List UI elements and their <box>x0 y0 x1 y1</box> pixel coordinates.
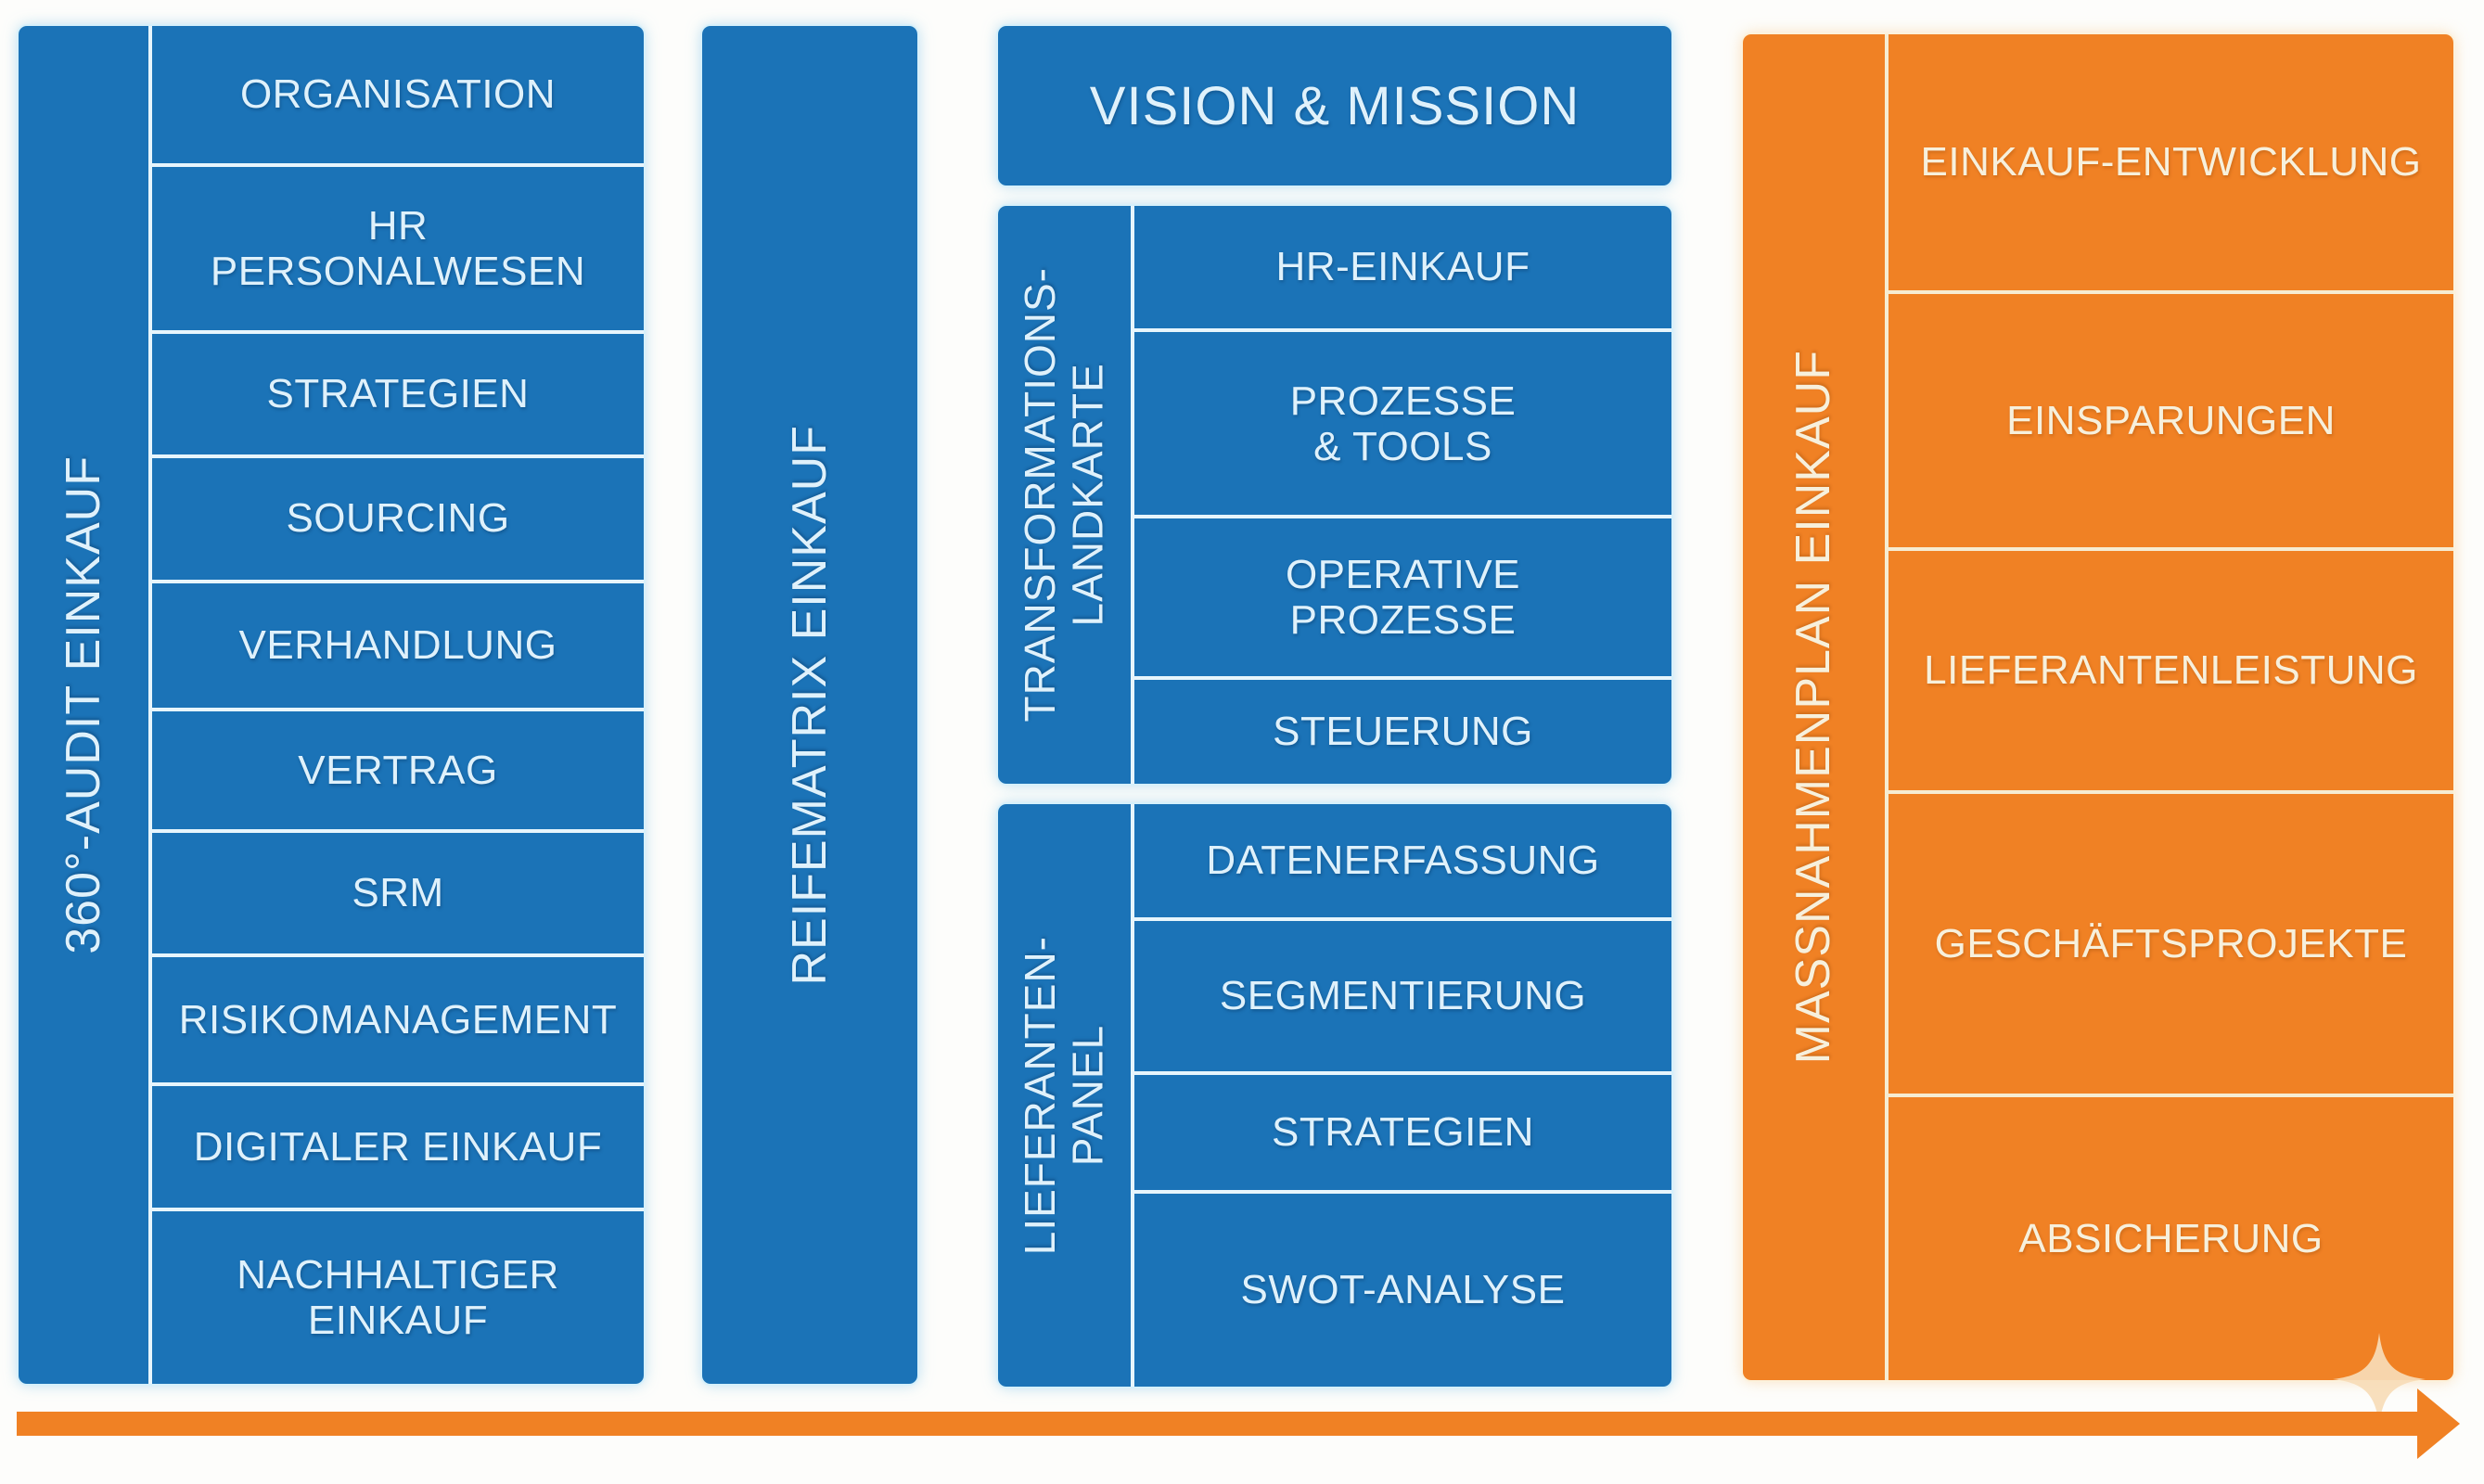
panel-massnahmenplan: MASSNAHMENPLAN EINKAUF EINKAUF-ENTWICKLU… <box>1743 34 2453 1380</box>
panel-lieferanten: LIEFERANTEN- PANEL DATENERFASSUNG SEGMEN… <box>998 804 1671 1387</box>
massnahmen-item-einsparungen: EINSPARUNGEN <box>1889 293 2453 547</box>
audit-item-verhandlung: VERHANDLUNG <box>152 582 644 709</box>
panel-reifematrix: REIFEMATRIX EINKAUF <box>702 26 917 1384</box>
vision-mission-header: VISION & MISSION <box>998 26 1671 186</box>
lieferanten-rows: DATENERFASSUNG SEGMENTIERUNG STRATEGIEN … <box>1134 804 1671 1387</box>
massnahmen-vertical-bar: MASSNAHMENPLAN EINKAUF <box>1743 34 1885 1380</box>
audit-item-hr-personalwesen: HR PERSONALWESEN <box>152 166 644 330</box>
audit-item-strategien: STRATEGIEN <box>152 333 644 454</box>
timeline-arrow-bar <box>17 1412 2417 1436</box>
massnahmen-item-lieferantenleistung: LIEFERANTENLEISTUNG <box>1889 550 2453 791</box>
audit-item-sourcing: SOURCING <box>152 457 644 580</box>
reifematrix-bar: REIFEMATRIX EINKAUF <box>702 26 917 1384</box>
lieferanten-item-segmentierung: SEGMENTIERUNG <box>1134 921 1671 1071</box>
transformation-vertical-label: TRANSFORMATIONS- LANDKARTE <box>1015 267 1112 723</box>
massnahmen-item-absicherung: ABSICHERUNG <box>1889 1096 2453 1380</box>
massnahmen-item-einkauf-entwicklung: EINKAUF-ENTWICKLUNG <box>1889 34 2453 290</box>
transformation-item-operative-prozesse: OPERATIVE PROZESSE <box>1134 518 1671 677</box>
lieferanten-item-datenerfassung: DATENERFASSUNG <box>1134 804 1671 918</box>
audit-vertical-bar: 360°-AUDIT EINKAUF <box>19 26 148 1384</box>
reifematrix-label: REIFEMATRIX EINKAUF <box>782 424 837 986</box>
transformation-item-steuerung: STEUERUNG <box>1134 680 1671 784</box>
audit-item-srm: SRM <box>152 832 644 954</box>
lieferanten-item-strategien: STRATEGIEN <box>1134 1074 1671 1190</box>
audit-item-digitaler-einkauf: DIGITALER EINKAUF <box>152 1086 644 1209</box>
sparkle-icon <box>2333 1333 2426 1426</box>
massnahmen-vertical-label: MASSNAHMENPLAN EINKAUF <box>1786 350 1841 1065</box>
lieferanten-vertical-bar: LIEFERANTEN- PANEL <box>998 804 1131 1387</box>
transformation-rows: HR-EINKAUF PROZESSE & TOOLS OPERATIVE PR… <box>1134 206 1671 784</box>
audit-item-risikomanagement: RISIKOMANAGEMENT <box>152 957 644 1083</box>
massnahmen-rows: EINKAUF-ENTWICKLUNG EINSPARUNGEN LIEFERA… <box>1889 34 2453 1380</box>
audit-item-nachhaltiger-einkauf: NACHHALTIGER EINKAUF <box>152 1211 644 1384</box>
transformation-vertical-bar: TRANSFORMATIONS- LANDKARTE <box>998 206 1131 784</box>
lieferanten-vertical-label: LIEFERANTEN- PANEL <box>1015 935 1112 1256</box>
timeline-arrow-head-icon <box>2417 1388 2460 1459</box>
lieferanten-item-swot-analyse: SWOT-ANALYSE <box>1134 1193 1671 1387</box>
audit-item-organisation: ORGANISATION <box>152 26 644 163</box>
panel-audit-einkauf: 360°-AUDIT EINKAUF ORGANISATION HR PERSO… <box>19 26 644 1384</box>
audit-rows: ORGANISATION HR PERSONALWESEN STRATEGIEN… <box>152 26 644 1384</box>
transformation-item-hr-einkauf: HR-EINKAUF <box>1134 206 1671 329</box>
audit-vertical-label: 360°-AUDIT EINKAUF <box>56 455 110 954</box>
audit-item-vertrag: VERTRAG <box>152 711 644 829</box>
massnahmen-item-geschaeftsprojekte: GESCHÄFTSPROJEKTE <box>1889 794 2453 1094</box>
transformation-item-prozesse-tools: PROZESSE & TOOLS <box>1134 332 1671 516</box>
panel-transformations-landkarte: TRANSFORMATIONS- LANDKARTE HR-EINKAUF PR… <box>998 206 1671 784</box>
